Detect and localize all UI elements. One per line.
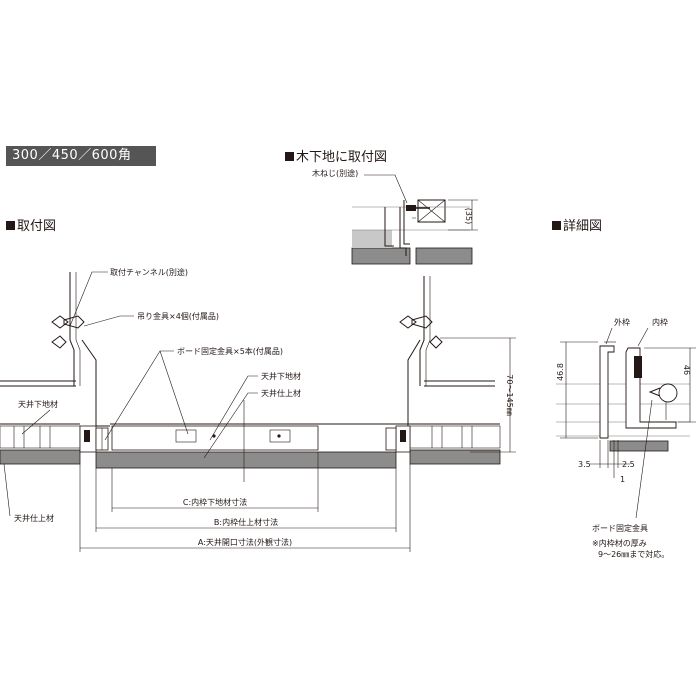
channel-label: 取付チャンネル(別途) xyxy=(110,267,188,277)
finish-left-label: 天井仕上材 xyxy=(14,513,54,523)
detail-note-2: 9～26㎜まで対応。 xyxy=(598,549,669,559)
dim-c-label: C:内枠下地材寸法 xyxy=(183,497,247,507)
square-marker-icon xyxy=(6,221,15,230)
detail-height-right: 46 xyxy=(682,365,691,375)
detail-w2: 2.5 xyxy=(622,460,635,469)
detail-note-1: ※内枠材の厚み xyxy=(592,538,647,548)
wood-inner-board xyxy=(415,247,473,265)
detail-w1: 3.5 xyxy=(578,460,591,469)
detail-w3: 1 xyxy=(620,475,625,484)
wood-dim-label: (35) xyxy=(464,208,473,224)
board-fix-label: ボード固定金具×5本(付属品) xyxy=(177,346,283,356)
square-marker-icon xyxy=(552,221,561,230)
ceiling-finish-left xyxy=(0,449,81,465)
inner-finish-board xyxy=(95,451,397,469)
install-view: 取付チャンネル(別途) 吊り金具×4個(付属品) ボード固定金具×5本(付属品)… xyxy=(0,267,516,552)
height-dim-label: 70～145㎜ xyxy=(505,374,514,415)
detail-screw xyxy=(658,383,678,403)
wood-install-view: 木ねじ(別途) (35) xyxy=(312,168,478,265)
base-left-label: 天井下地材 xyxy=(18,399,58,409)
finish-right-label: 天井仕上材 xyxy=(261,388,301,398)
outer-frame-profile xyxy=(599,345,615,439)
heading-wood-install: 木下地に取付図 xyxy=(285,150,387,166)
wood-screw-label: 木ねじ(別途) xyxy=(312,168,358,178)
detail-height-left: 46.8 xyxy=(556,363,565,381)
detail-board xyxy=(609,440,669,452)
heading-install: 取付図 xyxy=(6,219,56,235)
heading-detail: 詳細図 xyxy=(552,219,602,235)
ceiling-finish-right xyxy=(409,449,501,465)
outer-frame-label: 外枠 xyxy=(614,317,630,327)
detail-board-fix-label: ボード固定金具 xyxy=(592,523,648,533)
wood-ceiling-board xyxy=(351,247,411,265)
hanger-label: 吊り金具×4個(付属品) xyxy=(137,311,219,321)
square-marker-icon xyxy=(285,152,294,161)
inner-frame-label: 内枠 xyxy=(652,317,668,327)
dim-b-label: B:内枠仕上材寸法 xyxy=(214,517,278,527)
wood-block xyxy=(417,199,446,223)
base-right-label: 天井下地材 xyxy=(261,371,301,381)
size-badge: 300／450／600角 xyxy=(6,146,156,166)
detail-view: 外枠 内枠 ボード固定金具 46.8 46 3.5 2.5 1 ※内枠材の厚み … xyxy=(556,317,696,559)
dim-a-label: A:天井開口寸法(外観寸法) xyxy=(198,537,292,547)
